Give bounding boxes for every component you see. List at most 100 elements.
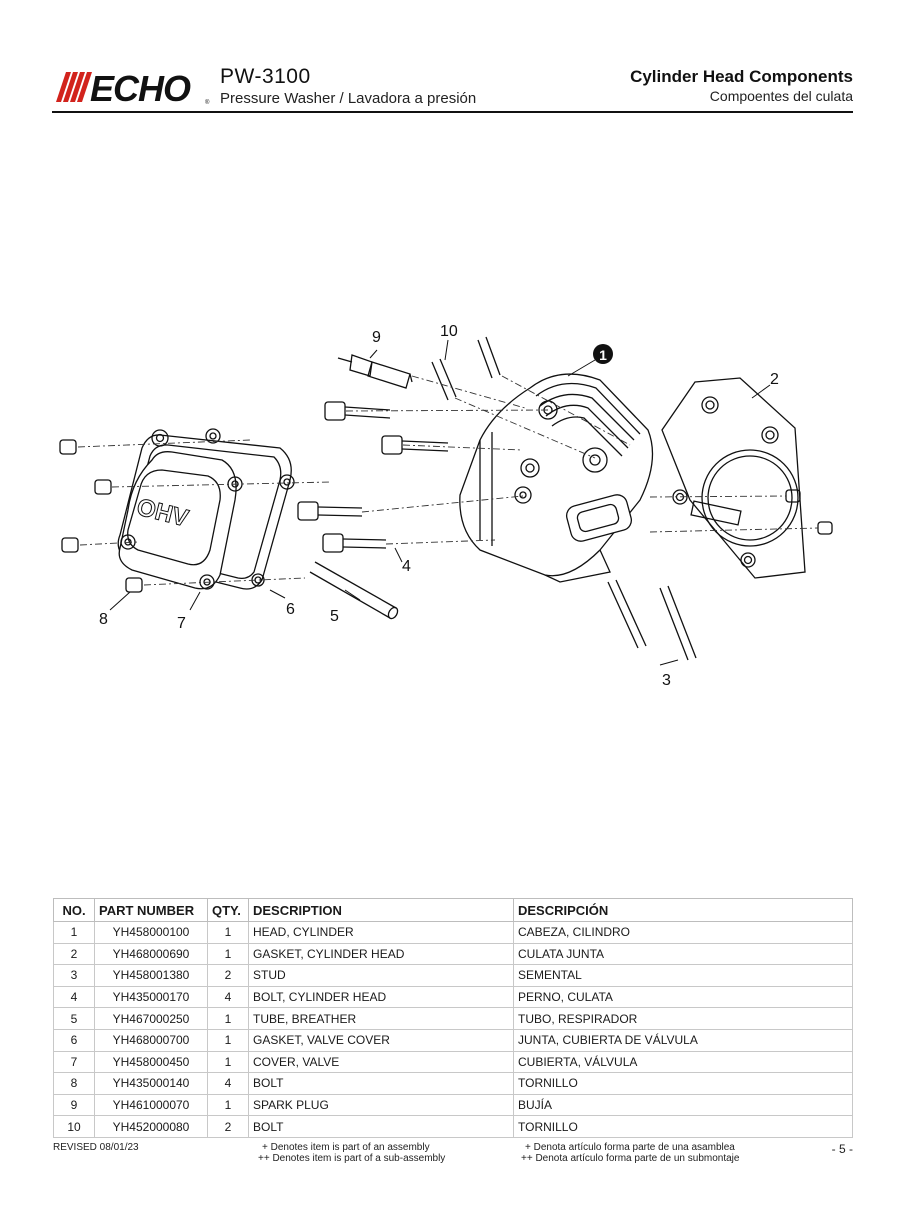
cell-part-number: YH458000100 <box>94 921 208 944</box>
cell-no: 4 <box>53 985 95 1009</box>
cell-qty: 2 <box>207 1115 249 1138</box>
cylinder-head-gasket <box>661 377 806 579</box>
callout-10: 10 <box>440 323 458 340</box>
col-header-qty: QTY. <box>207 898 249 922</box>
page-header: ECHO ® PW-3100 Pressure Washer / Lavador… <box>52 62 853 114</box>
svg-text:ECHO: ECHO <box>90 68 191 106</box>
exploded-view-diagram: OHV 9 10 1 2 3 4 5 6 <box>59 323 833 689</box>
studs <box>607 579 697 661</box>
svg-text:®: ® <box>205 99 210 106</box>
page-number: - 5 - <box>831 1142 853 1156</box>
cell-no: 7 <box>53 1050 95 1074</box>
cell-part-number: YH435000170 <box>94 985 208 1009</box>
valve-cover-bolts <box>59 439 143 593</box>
cell-qty: 4 <box>207 1072 249 1095</box>
footnotes-english: + Denotes item is part of an assembly ++… <box>258 1142 445 1164</box>
callout-8: 8 <box>99 611 108 628</box>
echo-logo: ECHO ® <box>56 68 210 106</box>
cell-qty: 1 <box>207 1007 249 1030</box>
cell-part-number: YH468000700 <box>94 1028 208 1052</box>
cell-part-number: YH458001380 <box>94 964 208 987</box>
product-subtitle: Pressure Washer / Lavadora a presión <box>220 90 477 107</box>
cell-description: STUD <box>248 964 514 987</box>
cell-qty: 1 <box>207 921 249 944</box>
callout-1: 1 <box>599 347 607 363</box>
cylinder-head <box>459 373 654 583</box>
cell-no: 3 <box>53 964 95 987</box>
cell-descripcion: TORNILLO <box>513 1115 853 1138</box>
parts-table: NO. PART NUMBER QTY. DESCRIPTION DESCRIP… <box>53 898 853 1138</box>
callout-5: 5 <box>330 608 339 625</box>
cell-part-number: YH461000070 <box>94 1093 208 1117</box>
cell-qty: 1 <box>207 942 249 966</box>
footnote-en-1: + Denotes item is part of an assembly <box>262 1142 430 1153</box>
callout-7: 7 <box>177 615 186 632</box>
cell-description: COVER, VALVE <box>248 1050 514 1074</box>
model-name: PW-3100 <box>220 65 311 88</box>
cell-part-number: YH468000690 <box>94 942 208 966</box>
col-header-descripcion: DESCRIPCIÓN <box>513 898 853 922</box>
cell-description: BOLT <box>248 1072 514 1095</box>
section-title: Cylinder Head Components <box>630 67 853 86</box>
callout-6: 6 <box>286 601 295 618</box>
footnotes-spanish: + Denota artículo forma parte de una asa… <box>521 1142 739 1164</box>
col-header-description: DESCRIPTION <box>248 898 514 922</box>
col-header-part-number: PART NUMBER <box>94 898 208 922</box>
callout-3: 3 <box>662 672 671 689</box>
header-divider <box>52 111 853 113</box>
cell-no: 9 <box>53 1093 95 1117</box>
cell-description: HEAD, CYLINDER <box>248 921 514 944</box>
col-header-no: NO. <box>53 898 95 922</box>
cell-descripcion: CULATA JUNTA <box>513 942 853 966</box>
cell-descripcion: BUJÍA <box>513 1093 853 1117</box>
cell-no: 5 <box>53 1007 95 1030</box>
section-subtitle: Compoentes del culata <box>709 88 853 104</box>
table-header-row: NO. PART NUMBER QTY. DESCRIPTION DESCRIP… <box>53 898 853 922</box>
callout-4: 4 <box>402 558 411 575</box>
cell-qty: 2 <box>207 964 249 987</box>
cell-descripcion: PERNO, CULATA <box>513 985 853 1009</box>
cell-no: 1 <box>53 921 95 944</box>
cell-part-number: YH467000250 <box>94 1007 208 1030</box>
cell-descripcion: SEMENTAL <box>513 964 853 987</box>
cell-description: GASKET, VALVE COVER <box>248 1028 514 1052</box>
cell-descripcion: JUNTA, CUBIERTA DE VÁLVULA <box>513 1028 853 1052</box>
cell-description: BOLT, CYLINDER HEAD <box>248 985 514 1009</box>
callout-9: 9 <box>372 329 381 346</box>
cell-no: 10 <box>53 1115 95 1138</box>
footnote-es-1: + Denota artículo forma parte de una asa… <box>525 1142 735 1153</box>
cell-descripcion: CUBIERTA, VÁLVULA <box>513 1050 853 1074</box>
cell-description: SPARK PLUG <box>248 1093 514 1117</box>
cell-qty: 1 <box>207 1028 249 1052</box>
cell-qty: 4 <box>207 985 249 1009</box>
cell-description: GASKET, CYLINDER HEAD <box>248 942 514 966</box>
bolts-ten <box>431 336 501 401</box>
revised-date: REVISED 08/01/23 <box>53 1142 139 1153</box>
cell-part-number: YH435000140 <box>94 1072 208 1095</box>
cell-no: 6 <box>53 1028 95 1052</box>
cell-qty: 1 <box>207 1093 249 1117</box>
cell-description: TUBE, BREATHER <box>248 1007 514 1030</box>
footnote-es-2: ++ Denota artículo forma parte de un sub… <box>521 1153 740 1164</box>
cell-no: 8 <box>53 1072 95 1095</box>
breather-tube <box>309 561 399 620</box>
cylinder-head-bolts <box>297 401 449 553</box>
cell-qty: 1 <box>207 1050 249 1074</box>
cell-part-number: YH458000450 <box>94 1050 208 1074</box>
cell-descripcion: TORNILLO <box>513 1072 853 1095</box>
cell-descripcion: CABEZA, CILINDRO <box>513 921 853 944</box>
callouts: 9 10 1 2 3 4 5 6 7 8 <box>99 323 779 689</box>
callout-2: 2 <box>770 371 779 388</box>
cell-description: BOLT <box>248 1115 514 1138</box>
spark-plug <box>337 354 413 389</box>
